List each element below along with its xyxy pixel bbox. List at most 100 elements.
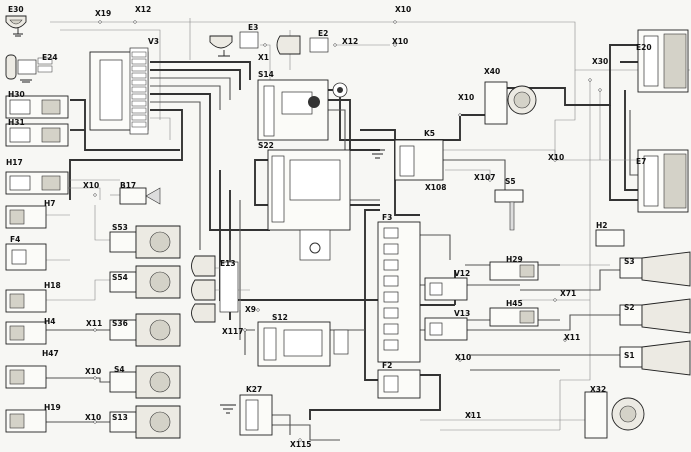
s14-switch — [257, 79, 348, 141]
f4-fuse — [5, 243, 47, 271]
v12-diode — [424, 277, 468, 301]
label-s5: S5 — [505, 177, 516, 186]
label-h7: H7 — [44, 199, 56, 208]
s1-switch — [619, 340, 691, 376]
label-x10-mid: X10 — [455, 353, 471, 362]
e2-lamp — [276, 35, 329, 55]
label-h19: H19 — [44, 403, 61, 412]
label-h29: H29 — [506, 255, 523, 264]
s54-switch — [109, 265, 181, 299]
label-h2: H2 — [596, 221, 608, 230]
label-x10-s13: X10 — [85, 413, 101, 422]
label-x108: X108 — [425, 183, 446, 192]
label-k5: K5 — [424, 129, 435, 138]
label-h31: H31 — [8, 118, 25, 127]
label-e20: E20 — [636, 43, 652, 52]
b17-sensor — [119, 187, 161, 205]
e7-lamp — [637, 149, 689, 213]
h18-lamp — [5, 289, 47, 313]
label-x10-s4: X10 — [85, 367, 101, 376]
s2-switch — [619, 298, 691, 334]
label-s12: S12 — [272, 313, 288, 322]
label-e2: E2 — [318, 29, 328, 38]
f3-fuse-box — [377, 221, 421, 363]
label-b17: B17 — [120, 181, 136, 190]
label-s53: S53 — [112, 223, 128, 232]
label-x107: X107 — [474, 173, 495, 182]
label-e3: E3 — [248, 23, 258, 32]
component-labels: E30 E24 H30 H31 V3 X12 X19 X10 E3 X1 E2 … — [6, 5, 652, 449]
f2-fuse-box — [377, 369, 421, 399]
h17-lamp — [5, 171, 69, 195]
e3-lamp — [209, 31, 259, 57]
h45-lamp — [489, 307, 539, 327]
label-h47: H47 — [42, 349, 59, 358]
label-x32: X32 — [590, 385, 606, 394]
label-s22: S22 — [258, 141, 274, 150]
h19-lamp — [5, 409, 47, 433]
e20-lamp — [637, 29, 689, 93]
h47-lamp — [5, 365, 47, 389]
s3-switch — [619, 251, 691, 287]
h2-lamp — [595, 229, 625, 247]
label-s3: S3 — [624, 257, 635, 266]
label-s36: S36 — [112, 319, 128, 328]
x40-connector — [484, 81, 537, 125]
label-h18: H18 — [44, 281, 61, 290]
label-x40: X40 — [484, 67, 500, 76]
label-f2: F2 — [382, 361, 392, 370]
label-x1: X1 — [258, 53, 269, 62]
label-e24: E24 — [42, 53, 58, 62]
label-s54: S54 — [112, 273, 128, 282]
label-x11-s36: X11 — [86, 319, 102, 328]
label-x9: X9 — [245, 305, 256, 314]
label-f4: F4 — [10, 235, 20, 244]
label-k27: K27 — [246, 385, 262, 394]
s5-sensor — [494, 189, 524, 231]
label-v13: V13 — [454, 309, 470, 318]
label-e13: E13 — [220, 259, 236, 268]
label-x12-e2: X12 — [342, 37, 358, 46]
x32-connector — [584, 391, 645, 439]
label-x30: X30 — [592, 57, 608, 66]
label-e30: E30 — [8, 5, 24, 14]
label-x10-b17: X10 — [83, 181, 99, 190]
label-h17: H17 — [6, 158, 23, 167]
e13-lamp — [191, 255, 239, 323]
s53-switch — [109, 225, 181, 259]
label-s1: S1 — [624, 351, 635, 360]
k27-relay — [220, 394, 273, 436]
label-x12-top: X12 — [135, 5, 151, 14]
h30-lamp — [5, 95, 69, 119]
label-e7: E7 — [636, 157, 646, 166]
label-f3: F3 — [382, 213, 392, 222]
label-v3: V3 — [148, 37, 159, 46]
e30-lamp — [5, 15, 27, 37]
s22-switch — [267, 149, 351, 261]
label-h4: H4 — [44, 317, 56, 326]
s13-switch — [109, 405, 181, 439]
label-x115: X115 — [290, 440, 311, 449]
label-h45: H45 — [506, 299, 523, 308]
v13-diode — [424, 317, 468, 341]
label-x10-top: X10 — [395, 5, 411, 14]
label-x10-e7: X10 — [548, 153, 564, 162]
s12-switch — [257, 321, 349, 367]
label-x10-e2: X10 — [392, 37, 408, 46]
e24-lamp — [5, 54, 53, 83]
h7-lamp — [5, 205, 47, 229]
label-s4: S4 — [114, 365, 125, 374]
label-x19: X19 — [95, 9, 111, 18]
label-s2: S2 — [624, 303, 635, 312]
label-s13: S13 — [112, 413, 128, 422]
label-x71: X71 — [560, 289, 576, 298]
connector-markers — [93, 20, 602, 442]
s4-switch — [109, 365, 181, 399]
h29-lamp — [489, 261, 539, 281]
h4-lamp — [5, 321, 47, 345]
label-s14: S14 — [258, 70, 274, 79]
label-x117: X117 — [222, 327, 243, 336]
label-x10-k5: X10 — [458, 93, 474, 102]
